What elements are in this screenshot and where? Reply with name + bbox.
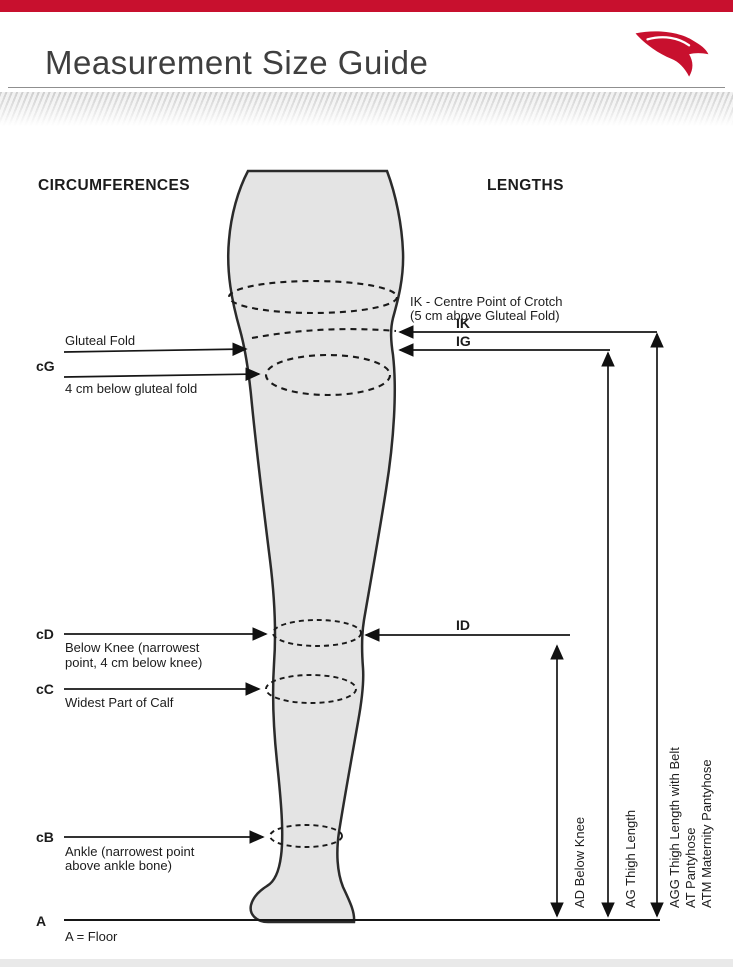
lengths-heading: LENGTHS bbox=[487, 177, 564, 194]
cg-circumference-ellipse bbox=[264, 353, 392, 397]
cd-below-knee-ellipse bbox=[272, 619, 362, 647]
cb-ankle-ellipse bbox=[269, 824, 343, 848]
a-code: A bbox=[36, 913, 46, 929]
cg-code: cG bbox=[36, 358, 55, 374]
atm-maternity-pantyhose-label: ATM Maternity Pantyhose bbox=[699, 759, 714, 908]
cb-description-line1: Ankle (narrowest point bbox=[65, 844, 195, 859]
cg-description: 4 cm below gluteal fold bbox=[65, 381, 197, 396]
brand-swallow-logo bbox=[631, 26, 713, 84]
at-pantyhose-label: AT Pantyhose bbox=[683, 828, 698, 908]
circumferences-heading: CIRCUMFERENCES bbox=[38, 177, 190, 194]
gluteal-fold-arrow bbox=[63, 342, 248, 357]
gluteal-fold-label: Gluteal Fold bbox=[65, 333, 135, 348]
agg-thigh-length-with-belt-label: AGG Thigh Length with Belt bbox=[667, 747, 682, 908]
cd-description-line1: Below Knee (narrowest bbox=[65, 640, 200, 655]
cd-code: cD bbox=[36, 626, 54, 642]
cc-calf-ellipse bbox=[265, 674, 357, 704]
cg-arrow bbox=[63, 367, 261, 382]
cb-description-line2: above ankle bone) bbox=[65, 858, 172, 873]
a-floor-label: A = Floor bbox=[65, 929, 118, 944]
ik-note-line1: IK - Centre Point of Crotch bbox=[410, 294, 562, 309]
cb-code: cB bbox=[36, 829, 54, 845]
header-divider bbox=[8, 87, 725, 88]
cc-code: cC bbox=[36, 681, 54, 697]
id-code: ID bbox=[456, 617, 470, 633]
bottom-strip bbox=[0, 959, 733, 967]
page-title: Measurement Size Guide bbox=[45, 44, 429, 81]
ik-note-line2: (5 cm above Gluteal Fold) bbox=[410, 308, 560, 323]
cc-description: Widest Part of Calf bbox=[65, 695, 174, 710]
ik-code: IK bbox=[456, 315, 470, 331]
decorative-striped-band bbox=[0, 92, 733, 126]
crotch-level-ellipse bbox=[227, 279, 399, 315]
ad-below-knee-label: AD Below Knee bbox=[572, 817, 587, 908]
swallow-bird-icon bbox=[635, 31, 709, 77]
ag-thigh-length-label: AG Thigh Length bbox=[623, 810, 638, 908]
leg-silhouette bbox=[226, 169, 405, 924]
cd-description-line2: point, 4 cm below knee) bbox=[65, 655, 202, 670]
top-accent-bar bbox=[0, 0, 733, 12]
gluteal-fold-dashed-line bbox=[251, 328, 397, 340]
ig-code: IG bbox=[456, 333, 471, 349]
